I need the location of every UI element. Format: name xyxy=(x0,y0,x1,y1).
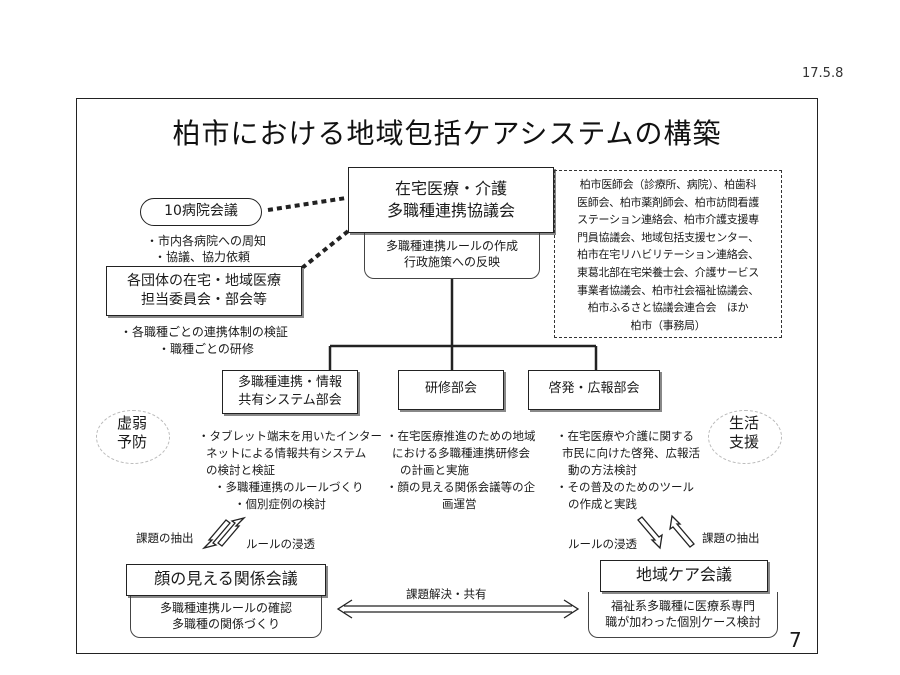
member-line: 柏市ふるさと協議会連合会 ほか xyxy=(587,301,749,315)
subcommittee-name: 啓発・広報部会 xyxy=(548,381,640,396)
group-note: ・各職種ごとの連携体制の検証 xyxy=(120,325,288,339)
bottom-arrow-label: 課題解決・共有 xyxy=(406,587,487,601)
desc-line: 画運営 xyxy=(442,497,477,511)
desc-line: ・顔の見える関係会議等の企 xyxy=(386,480,536,494)
member-organizations: 柏市医師会（診療所、病院）、柏歯科 医師会、柏市薬剤師会、柏市訪問看護 ステーシ… xyxy=(554,170,782,338)
page-number: 7 xyxy=(789,628,802,652)
group-committee-box: 各団体の在宅・地域医療 担当委員会・部会等 xyxy=(106,266,302,316)
subcommittee-info-sharing-desc: ・タブレット端末を用いたインター ネットによる情報共有システム の検討と検証 ・… xyxy=(198,428,386,513)
main-role-line1: 多職種連携ルールの作成 xyxy=(385,239,518,253)
left-tag-outline xyxy=(96,410,170,464)
group-committee-line2: 担当委員会・部会等 xyxy=(141,292,267,308)
subcommittee-publicity: 啓発・広報部会 xyxy=(528,370,660,410)
slide-frame xyxy=(76,98,818,654)
community-care-meeting-box: 地域ケア会議 xyxy=(600,560,768,592)
tag-line: 予防 xyxy=(116,433,147,451)
member-line: 事業者協議会、柏市社会福祉協議会、 xyxy=(577,283,759,297)
desc-line: 市民に向けた啓発、広報活 xyxy=(562,446,700,460)
desc-line: 多職種の関係づくり xyxy=(171,617,280,631)
subcommittee-name: 共有システム部会 xyxy=(238,393,342,408)
face-meeting-box: 顔の見える関係会議 xyxy=(126,564,326,596)
hospital-note: ・協議、協力依頼 xyxy=(154,250,251,264)
right-arrow-up xyxy=(669,514,695,548)
desc-line: ・個別症例の検討 xyxy=(234,497,326,511)
slide-title: 柏市における地域包括ケアシステムの構築 xyxy=(172,117,722,150)
hospital-council-notes: ・市内各病院への周知 ・協議、協力依頼 xyxy=(146,233,266,265)
subcommittee-name: 研修部会 xyxy=(424,381,477,396)
desc-line: 職が加わった個別ケース検討 xyxy=(605,615,761,629)
member-line: 柏市在宅リハビリテーション連絡会、 xyxy=(577,248,759,262)
main-role-line2: 行政施策への反映 xyxy=(403,255,500,269)
desc-line: 多職種連携ルールの確認 xyxy=(159,601,292,615)
member-line: ステーション連絡会、柏市介護支援専 xyxy=(577,213,759,227)
hospital-council: 10病院会議 xyxy=(140,198,262,226)
desc-line: における多職種連携研修会 xyxy=(392,446,530,460)
main-council-line2: 多職種連携協議会 xyxy=(386,201,515,220)
subcommittee-name: 多職種連携・情報 xyxy=(237,375,342,390)
subcommittee-training-desc: ・在宅医療推進のための地域 における多職種連携研修会 の計画と実施 ・顔の見える… xyxy=(386,428,542,513)
desc-line: 動の方法検討 xyxy=(568,463,637,477)
desc-line: ・在宅医療や介護に関する xyxy=(556,429,694,443)
face-meeting-desc: 多職種連携ルールの確認 多職種の関係づくり xyxy=(130,596,322,638)
desc-line: ・在宅医療推進のための地域 xyxy=(386,429,536,443)
life-support-tag: 生活 支援 xyxy=(716,414,772,452)
community-care-meeting-desc: 福祉系多職種に医療系専門 職が加わった個別ケース検討 xyxy=(588,592,778,638)
member-line: 門員協議会、地域包括支援センター、 xyxy=(577,230,759,244)
left-arrow-down-label: ルールの浸透 xyxy=(246,537,315,551)
member-line: 医師会、柏市薬剤師会、柏市訪問看護 xyxy=(577,195,759,209)
left-arrow-up-label: 課題の抽出 xyxy=(136,531,194,545)
member-line: 柏市医師会（診療所、病院）、柏歯科 xyxy=(579,178,757,191)
subcommittee-info-sharing: 多職種連携・情報 共有システム部会 xyxy=(222,370,358,414)
right-arrow-down xyxy=(637,516,663,550)
main-council-box: 在宅医療・介護 多職種連携協議会 xyxy=(348,167,554,233)
desc-line: の計画と実施 xyxy=(400,463,469,477)
frailty-prevention-tag: 虚弱 予防 xyxy=(104,414,160,452)
committee-connector xyxy=(300,226,354,270)
member-line: 東葛北部在宅栄養士会、介護サービス xyxy=(577,265,759,279)
date-label: 17.5.8 xyxy=(802,66,844,81)
hospital-connector xyxy=(267,196,347,212)
left-arrow-up xyxy=(201,519,231,550)
right-tag-outline xyxy=(708,410,782,464)
bottom-double-arrow xyxy=(336,599,580,619)
desc-line: 福祉系多職種に医療系専門 xyxy=(610,599,755,613)
subcommittee-publicity-desc: ・在宅医療や介護に関する 市民に向けた啓発、広報活 動の方法検討 ・その普及のた… xyxy=(556,428,716,513)
right-arrow-up-label: 課題の抽出 xyxy=(702,531,760,545)
desc-line: ネットによる情報共有システム xyxy=(206,446,367,460)
desc-line: ・その普及のためのツール xyxy=(556,480,694,494)
desc-line: ・タブレット端末を用いたインター xyxy=(198,429,382,443)
group-committee-line1: 各団体の在宅・地域医療 xyxy=(127,273,281,289)
subcommittee-training: 研修部会 xyxy=(398,370,504,410)
group-committee-notes: ・各職種ごとの連携体制の検証 ・職種ごとの研修 xyxy=(120,324,288,358)
tag-line: 支援 xyxy=(728,433,759,451)
right-arrow-down-label: ルールの浸透 xyxy=(568,537,637,551)
member-line: 柏市（事務局） xyxy=(630,318,706,332)
tag-line: 生活 xyxy=(728,414,759,432)
left-arrow-down xyxy=(217,516,247,547)
desc-line: の検討と検証 xyxy=(206,463,275,477)
main-council-role: 多職種連携ルールの作成 行政施策への反映 xyxy=(364,233,540,279)
desc-line: ・多職種連携のルールづくり xyxy=(214,480,364,494)
main-council-line1: 在宅医療・介護 xyxy=(394,179,507,198)
tag-line: 虚弱 xyxy=(116,414,147,432)
desc-line: の作成と実践 xyxy=(568,497,637,511)
group-note: ・職種ごとの研修 xyxy=(158,342,254,356)
hospital-note: ・市内各病院への周知 xyxy=(146,234,267,248)
